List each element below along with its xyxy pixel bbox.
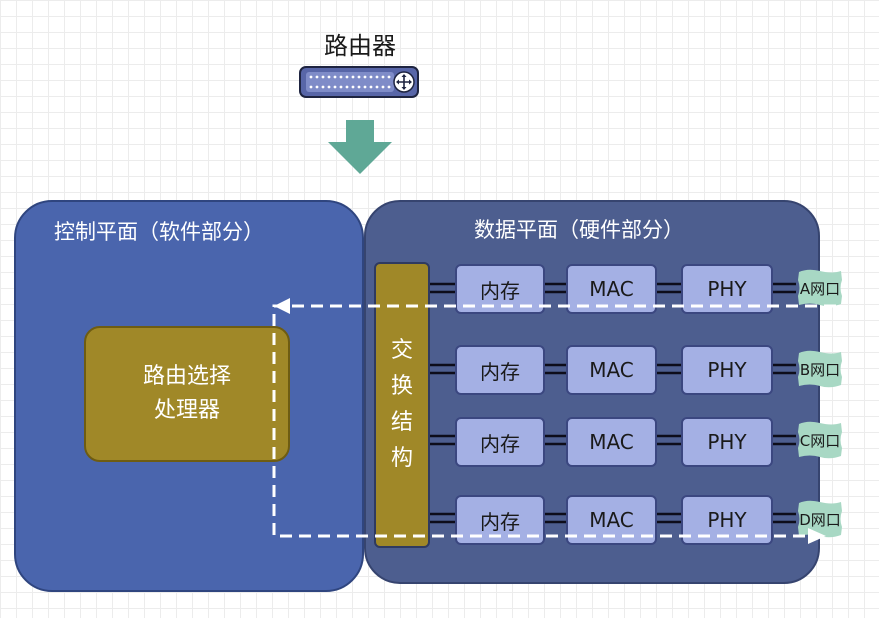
port-a-label: A网口: [799, 279, 841, 298]
memory-box-c: 内存: [455, 417, 545, 467]
router-title: 路由器: [324, 32, 396, 60]
phy-box-c: PHY: [681, 417, 773, 467]
switch-char-4: 构: [390, 446, 413, 471]
port-c: C网口: [796, 420, 844, 460]
phy-box-d: PHY: [681, 495, 773, 545]
port-a: A网口: [796, 268, 844, 308]
switch-char-1: 交: [390, 338, 413, 363]
port-b: B网口: [796, 349, 844, 389]
memory-box-b: 内存: [455, 345, 545, 395]
path-arrowhead-right-icon: [808, 528, 826, 544]
router-icon: [299, 66, 419, 98]
routing-processor: 路由选择 处理器: [84, 326, 290, 462]
switch-char-3: 结: [390, 410, 413, 435]
processor-label-line-1: 路由选择: [142, 364, 231, 389]
mac-box-c: MAC: [566, 417, 657, 467]
switching-fabric: 交 换 结 构: [374, 262, 430, 548]
port-d-label: D网口: [799, 510, 841, 529]
port-b-label: B网口: [799, 360, 841, 379]
switch-char-2: 换: [390, 374, 413, 399]
port-d: D网口: [796, 499, 844, 539]
data-plane-title: 数据平面（硬件部分）: [474, 218, 684, 242]
path-arrowhead-left-icon: [274, 298, 290, 314]
down-arrow-icon: [328, 120, 392, 174]
processor-label-line-2: 处理器: [153, 398, 220, 423]
mac-box-b: MAC: [566, 345, 657, 395]
phy-box-b: PHY: [681, 345, 773, 395]
port-c-label: C网口: [799, 431, 841, 450]
control-plane-title: 控制平面（软件部分）: [54, 220, 264, 244]
